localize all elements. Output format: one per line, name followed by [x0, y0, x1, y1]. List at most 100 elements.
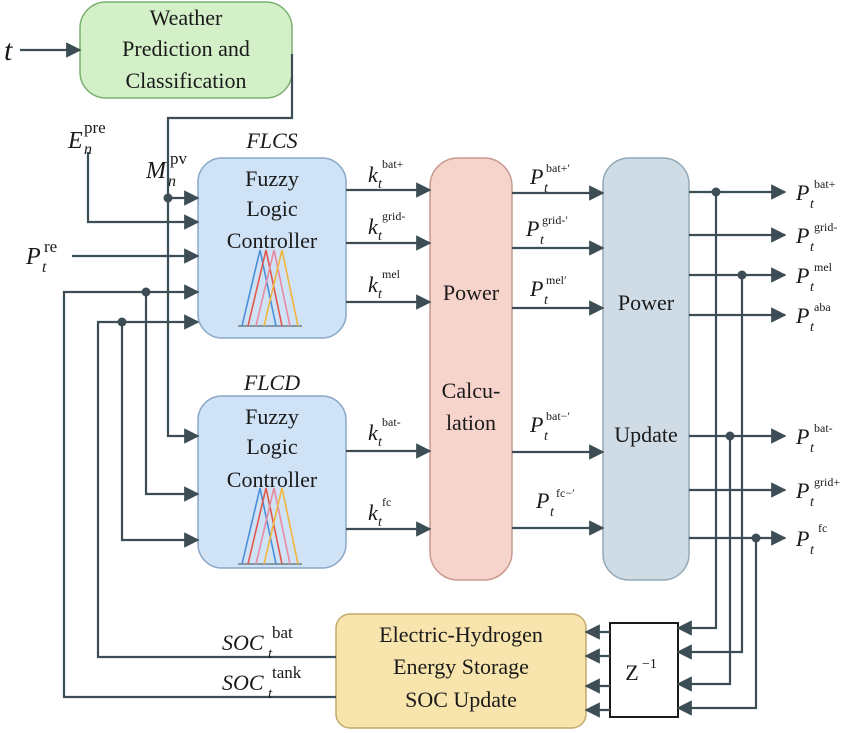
membership-function-icon [238, 487, 302, 565]
svg-text:grid-′: grid-′ [542, 213, 568, 227]
svg-text:t: t [810, 543, 815, 558]
svg-text:mel′: mel′ [546, 273, 567, 287]
weather-line-3: Classification [126, 68, 247, 93]
flcd-line-2: Logic [246, 434, 298, 459]
power-calculation-block: Power Calcu- lation [429, 157, 513, 581]
svg-text:fc: fc [818, 521, 827, 535]
svg-text:aba: aba [814, 300, 831, 314]
svg-text:t: t [810, 320, 815, 335]
svg-text:tank: tank [272, 663, 302, 682]
svg-text:fc: fc [382, 495, 391, 509]
svg-text:bat-: bat- [382, 415, 401, 429]
storage-soc-block: Electric-Hydrogen Energy Storage SOC Upd… [335, 613, 587, 729]
svg-text:t: t [544, 293, 549, 308]
svg-text:bat: bat [272, 623, 293, 642]
svg-text:bat+′: bat+′ [546, 161, 570, 175]
svg-text:grid+: grid+ [814, 475, 840, 489]
flcs-line-3: Controller [227, 228, 318, 253]
input-e-pre-label: E n pre [67, 118, 106, 158]
flcd-block: Fuzzy Logic Controller [197, 395, 347, 569]
svg-text:P: P [795, 526, 809, 551]
update-line-2: Update [614, 422, 678, 447]
svg-text:t: t [378, 287, 383, 302]
storage-line-3: SOC Update [405, 687, 517, 712]
svg-text:P: P [25, 244, 41, 270]
svg-text:t: t [544, 181, 549, 196]
flcs-block: Fuzzy Logic Controller [197, 157, 347, 339]
svg-text:t: t [378, 229, 383, 244]
svg-text:P: P [795, 223, 809, 248]
calc-line-2: Calcu- [442, 378, 501, 403]
svg-text:bat+: bat+ [814, 177, 836, 191]
svg-text:P: P [529, 164, 543, 189]
delay-exponent: −1 [642, 657, 657, 672]
weather-line-2: Prediction and [122, 36, 250, 61]
flcd-line-1: Fuzzy [245, 404, 299, 429]
svg-text:k: k [368, 420, 379, 445]
svg-text:re: re [44, 237, 57, 256]
svg-text:t: t [810, 495, 815, 510]
delay-z-inverse-block: Z −1 [609, 622, 679, 718]
update-line-1: Power [618, 290, 675, 315]
svg-text:k: k [368, 272, 379, 297]
svg-text:M: M [145, 158, 168, 184]
svg-text:pv: pv [170, 149, 188, 168]
storage-line-2: Energy Storage [393, 654, 529, 679]
svg-text:t: t [378, 515, 383, 530]
calc-line-1: Power [443, 280, 500, 305]
svg-text:grid-: grid- [382, 209, 405, 223]
input-t-label: t [4, 34, 13, 67]
svg-text:P: P [535, 488, 549, 513]
svg-text:t: t [42, 259, 47, 276]
svg-text:t: t [810, 441, 815, 456]
delay-label: Z [625, 660, 638, 685]
svg-text:mel: mel [814, 260, 833, 274]
svg-text:k: k [368, 214, 379, 239]
flcs-line-2: Logic [246, 196, 298, 221]
connection-wires [20, 42, 787, 718]
flcd-title: FLCD [243, 370, 300, 395]
svg-text:pre: pre [84, 118, 106, 137]
calc-line-3: lation [446, 410, 496, 435]
svg-text:n: n [84, 141, 92, 158]
svg-text:bat−′: bat−′ [546, 409, 570, 423]
weather-line-1: Weather [150, 5, 223, 30]
svg-text:t: t [544, 429, 549, 444]
svg-text:P: P [529, 276, 543, 301]
svg-text:t: t [378, 177, 383, 192]
svg-text:k: k [368, 162, 379, 187]
svg-text:P: P [525, 216, 539, 241]
input-m-pv-label: M n pv [145, 149, 188, 190]
svg-text:t: t [378, 435, 383, 450]
svg-text:P: P [795, 303, 809, 328]
svg-text:P: P [795, 478, 809, 503]
svg-text:mel: mel [382, 267, 401, 281]
svg-text:bat+: bat+ [382, 157, 404, 171]
flcs-line-1: Fuzzy [245, 166, 299, 191]
svg-text:SOC: SOC [222, 670, 264, 695]
svg-text:t: t [810, 240, 815, 255]
svg-text:P: P [795, 424, 809, 449]
storage-line-1: Electric-Hydrogen [379, 622, 543, 647]
